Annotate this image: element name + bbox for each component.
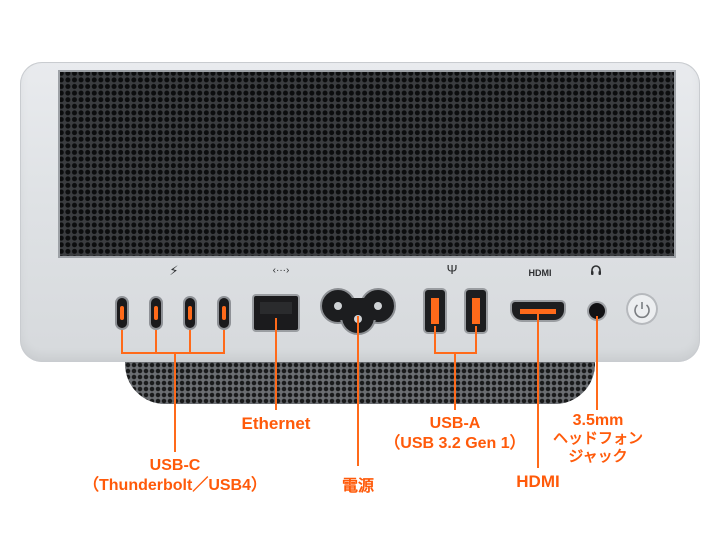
power-button[interactable] — [626, 293, 658, 325]
usba-label-title: USB-A — [429, 415, 481, 432]
base-vent — [125, 362, 595, 404]
headphone-icon — [588, 264, 604, 279]
usba-label-sub: （USB 3.2 Gen 1） — [384, 435, 526, 452]
usbc-bracket — [121, 352, 225, 354]
usbc-line-1 — [121, 330, 123, 354]
usb-a-port-2[interactable] — [466, 290, 486, 332]
usb-a-port-1[interactable] — [425, 290, 445, 332]
usba-label: USB-A （USB 3.2 Gen 1） — [374, 414, 536, 454]
power-line — [357, 316, 359, 466]
usb-c-port-3[interactable] — [185, 298, 195, 328]
usba-stem — [454, 352, 456, 410]
usbc-label-sub: （Thunderbolt／USB4） — [83, 477, 267, 494]
hdmi-port-label: HDMI — [528, 268, 552, 278]
headphone-label-2: ヘッドフォン — [552, 430, 643, 447]
headphone-label-3: ジャック — [568, 448, 628, 465]
usbc-line-3 — [189, 330, 191, 354]
vent-grille — [58, 70, 676, 258]
ethernet-port[interactable] — [254, 296, 298, 330]
mac-studio-rear — [20, 62, 700, 362]
usbc-label: USB-C （Thunderbolt／USB4） — [70, 456, 280, 496]
usbc-line-2 — [155, 330, 157, 354]
usbc-line-4 — [223, 330, 225, 354]
usb-icon: Ψ — [446, 262, 458, 277]
usb-c-port-2[interactable] — [151, 298, 161, 328]
headphone-jack[interactable] — [589, 303, 605, 319]
hdmi-port[interactable] — [512, 302, 564, 320]
usb-c-port-1[interactable] — [117, 298, 127, 328]
power-label: 電源 — [341, 478, 374, 495]
usb-c-port-4[interactable] — [219, 298, 229, 328]
usba-line-1 — [434, 326, 436, 354]
usbc-label-title: USB-C — [149, 457, 201, 474]
power-icon — [634, 302, 650, 319]
headphone-line — [596, 316, 598, 410]
headphone-label: 3.5mm ヘッドフォン ジャック — [550, 412, 646, 466]
thunderbolt-icon: ⚡ — [169, 263, 179, 278]
ethernet-icon: ‹···› — [272, 265, 290, 276]
ethernet-label: Ethernet — [241, 414, 311, 433]
usbc-stem — [174, 352, 176, 452]
ethernet-line — [275, 318, 277, 410]
hdmi-label: HDMI — [516, 472, 560, 491]
hdmi-line — [537, 314, 539, 468]
headphone-label-1: 3.5mm — [572, 412, 624, 429]
usba-line-2 — [475, 326, 477, 354]
